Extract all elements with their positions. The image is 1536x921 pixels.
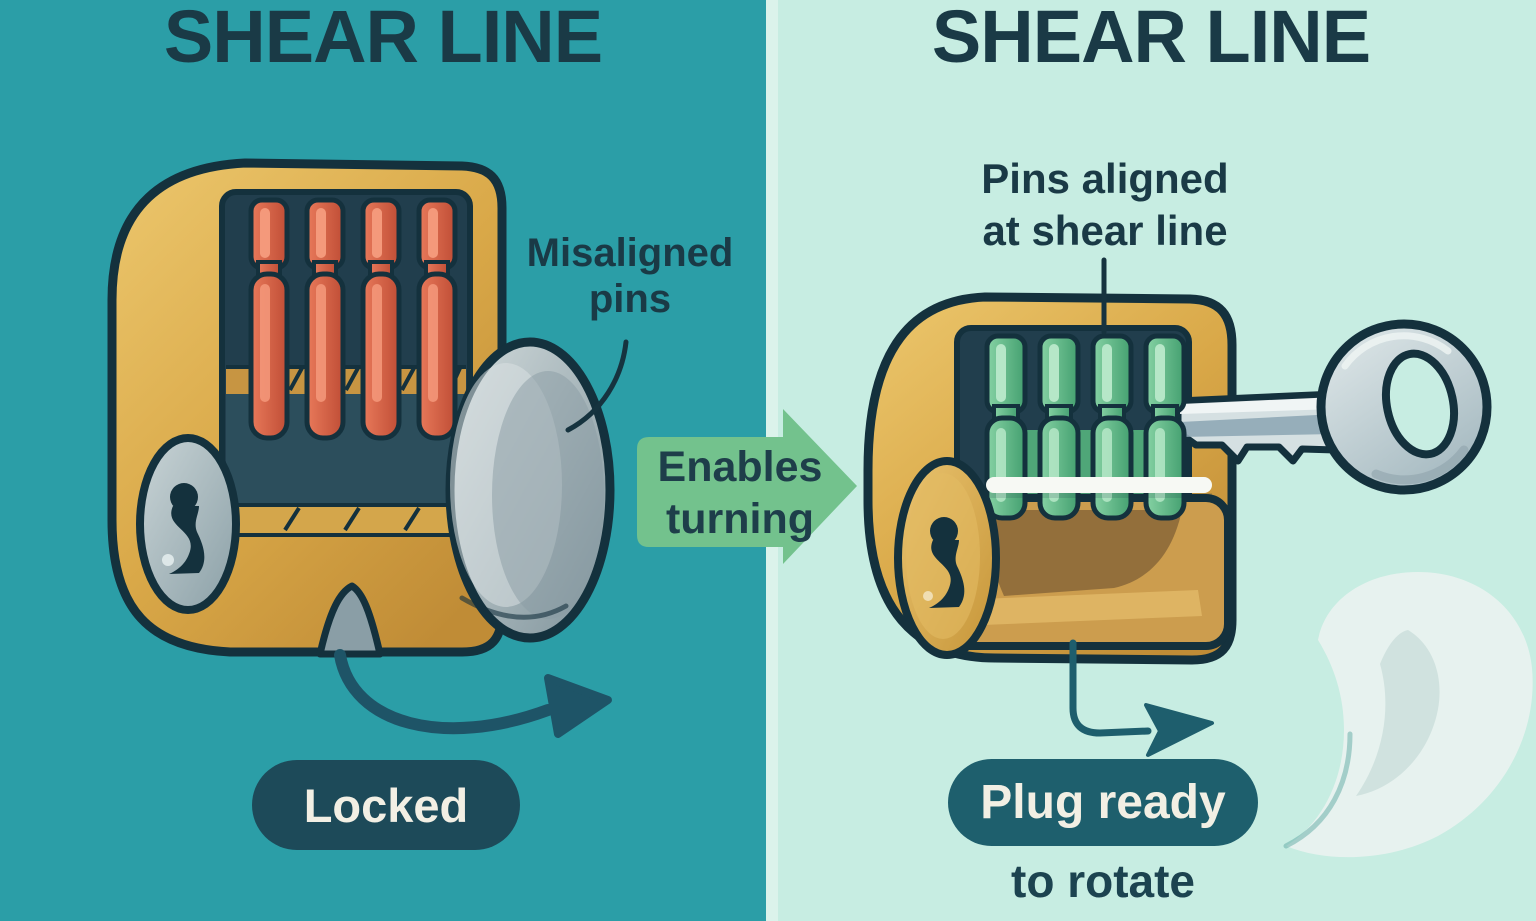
enables-turning-label-line1: Enables	[657, 443, 823, 491]
to-rotate-caption: to rotate	[1011, 855, 1195, 907]
lock-cylinder-cutaway-misaligned-pins	[107, 158, 629, 738]
misaligned-pins-label-line1: Misaligned	[526, 231, 734, 275]
right-panel-title: SHEAR LINE	[931, 0, 1371, 78]
enables-turning-arrow	[637, 409, 857, 564]
rotation-ghost-swoosh	[1283, 572, 1533, 858]
plug-notch	[316, 582, 384, 658]
rotate-arrow-icon	[1069, 639, 1214, 757]
keyhole-icon	[169, 483, 205, 574]
key-bow-hole	[1382, 349, 1458, 459]
misaligned-pins-label-line2: pins	[588, 277, 672, 321]
keyhole-face	[136, 434, 240, 614]
keyhole-face	[894, 457, 1000, 659]
plug-ready-status-badge-label: Plug ready	[980, 776, 1226, 829]
locked-status-badge-label: Locked	[303, 778, 469, 832]
key-icon	[1174, 319, 1492, 495]
aligned-pins-label: Pins aligned at shear line	[950, 153, 1260, 257]
aligned-pins-label-line2: at shear line	[982, 207, 1228, 254]
keyway-serration-ledge	[224, 503, 468, 537]
misaligned-pins-label: Misaligned pins	[495, 230, 765, 322]
lock-cylinder-cutaway-aligned-pins	[863, 257, 1492, 757]
keyhole-icon	[929, 517, 965, 608]
rear-plug-disk	[445, 337, 615, 643]
enables-turning-label: Enables turning	[640, 441, 840, 545]
locked-status-badge: Locked	[252, 760, 520, 850]
blocked-rotation-arrow-icon	[334, 649, 612, 738]
aligned-pins-label-line1: Pins aligned	[981, 155, 1229, 202]
pointer-line-misaligned	[565, 339, 629, 433]
left-panel-title: SHEAR LINE	[163, 0, 603, 78]
plug-ready-status-badge: Plug ready	[948, 759, 1258, 846]
shear-line-bar	[986, 477, 1212, 498]
plug-interior	[934, 494, 1232, 650]
enables-turning-label-line2: turning	[665, 495, 815, 543]
